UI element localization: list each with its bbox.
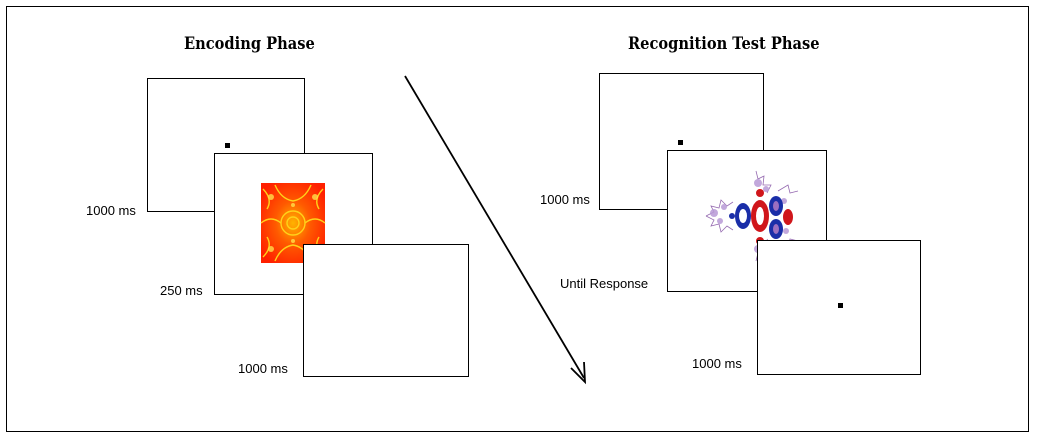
encoding-blank-screen [303, 244, 469, 377]
figure-frame [6, 6, 1029, 432]
encoding-phase-title: Encoding Phase [184, 34, 315, 54]
recognition-stimulus-duration: Until Response [560, 276, 649, 291]
fixation-point [678, 140, 683, 145]
encoding-stimulus-duration: 250 ms [160, 283, 203, 298]
recognition-fixation-duration: 1000 ms [540, 192, 590, 207]
recognition-final-fixation-duration: 1000 ms [692, 356, 742, 371]
recognition-phase-title: Recognition Test Phase [628, 34, 820, 54]
recognition-fractal-image [705, 170, 799, 264]
recognition-final-fixation-screen [757, 240, 921, 375]
fixation-point [838, 303, 843, 308]
encoding-fixation-duration: 1000 ms [86, 203, 136, 218]
fixation-point [225, 143, 230, 148]
encoding-blank-duration: 1000 ms [238, 361, 288, 376]
